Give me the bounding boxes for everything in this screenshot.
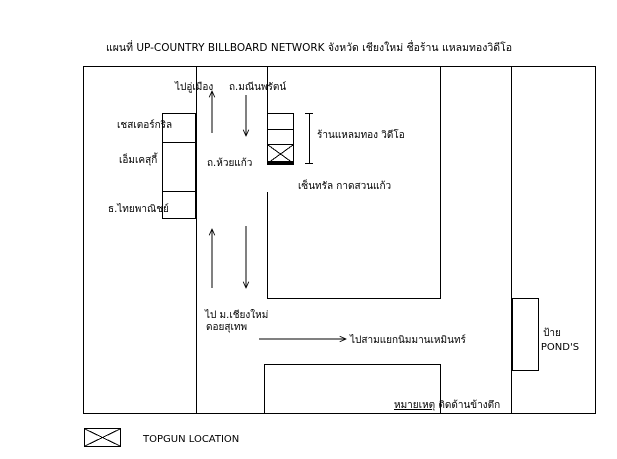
- label-mk-suki: เอ็มเคสุกี้: [119, 152, 158, 166]
- shop-thick-bar: [267, 161, 294, 165]
- label-to-city: ไปอู่เมือง: [174, 81, 213, 93]
- note-text: ติดด้านข้างตึก: [435, 399, 500, 411]
- left-shops-block: [162, 113, 196, 219]
- map-title: แผนที่ UP-COUNTRY BILLBOARD NETWORK จังห…: [106, 40, 512, 54]
- shop-bracket: [305, 113, 313, 164]
- label-sign-1: ป้าย: [543, 327, 561, 339]
- label-chester-grill: เชสเตอร์กริล: [117, 119, 172, 131]
- bottom-building: [264, 364, 441, 413]
- label-to-junction: ไปสามแยกนิมมานเหมินทร์: [349, 334, 467, 346]
- map-frame: [83, 66, 596, 414]
- label-huay-kaew-rd: ถ.ห้วยแก้ว: [207, 157, 252, 169]
- label-shop-name: ร้านแหลมทอง วิดีโอ: [317, 128, 405, 141]
- note: หมายเหตุ ติดด้านข้างตึก: [394, 399, 500, 411]
- label-sign-2: POND'S: [541, 342, 579, 353]
- topgun-location-marker: [267, 144, 294, 164]
- label-thai-bank: ธ.ไทยพาณิชย์: [108, 203, 169, 215]
- central-block-outline: [267, 67, 441, 299]
- label-central: เซ็นทรัล กาดสวนแก้ว: [298, 178, 391, 192]
- label-to-cmu-2: ดอยสุเทพ: [206, 322, 247, 333]
- cross-box-icon: [84, 428, 121, 447]
- label-to-cmu-1: ไป ม.เชียงใหม่: [204, 309, 268, 321]
- note-label: หมายเหตุ: [394, 400, 435, 411]
- shop-stack: [267, 113, 294, 164]
- ponds-sign-box: [512, 298, 539, 371]
- legend-location-label: TOPGUN LOCATION: [142, 434, 239, 445]
- label-manin-rd: ถ.มณีนพรัตน์: [229, 81, 286, 93]
